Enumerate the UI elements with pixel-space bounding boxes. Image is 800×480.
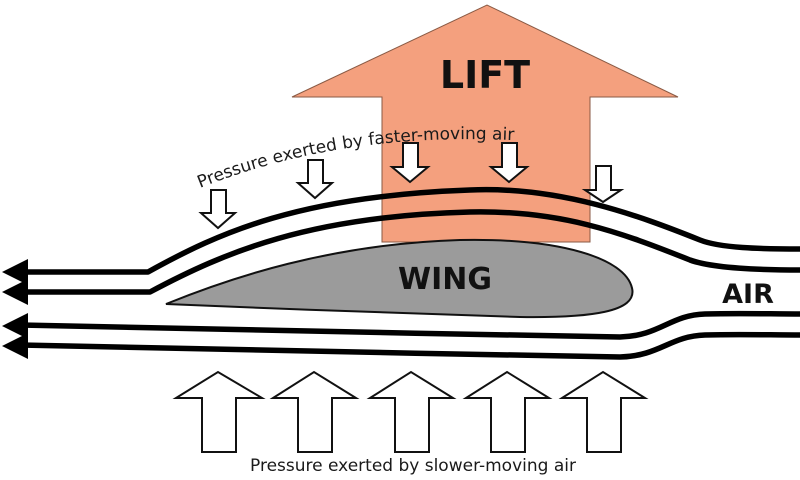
down-arrow-icon — [389, 142, 431, 184]
top-pressure-arrows — [198, 142, 625, 230]
up-arrow-icon — [366, 370, 457, 453]
up-arrow-icon — [462, 370, 553, 453]
arrowhead-left-icon — [2, 259, 28, 285]
lift-arrow — [291, 4, 679, 243]
down-arrow-icon — [198, 189, 238, 230]
down-arrow-icon — [295, 159, 335, 200]
streamline-upper-outer — [20, 186, 800, 275]
streamline-upper-inner — [20, 209, 800, 295]
arrowhead-left-icon — [2, 279, 28, 305]
lift-label: LIFT — [440, 53, 530, 97]
up-arrow-icon — [558, 370, 649, 453]
up-arrow-icon — [269, 370, 360, 453]
wing-label: WING — [398, 262, 492, 297]
streamline-lower-inner — [19, 310, 800, 340]
down-arrow-icon — [581, 165, 625, 204]
bottom-pressure-label: Pressure exerted by slower-moving air — [250, 456, 576, 476]
air-label: AIR — [722, 279, 774, 310]
up-arrow-icon — [172, 370, 266, 453]
arrowhead-left-icon — [2, 313, 28, 339]
bottom-pressure-arrows — [172, 370, 649, 453]
wing-airfoil — [165, 238, 634, 319]
arrowhead-left-icon — [2, 333, 28, 359]
streamline-lower-outer — [19, 331, 800, 360]
down-arrow-icon — [488, 142, 530, 184]
